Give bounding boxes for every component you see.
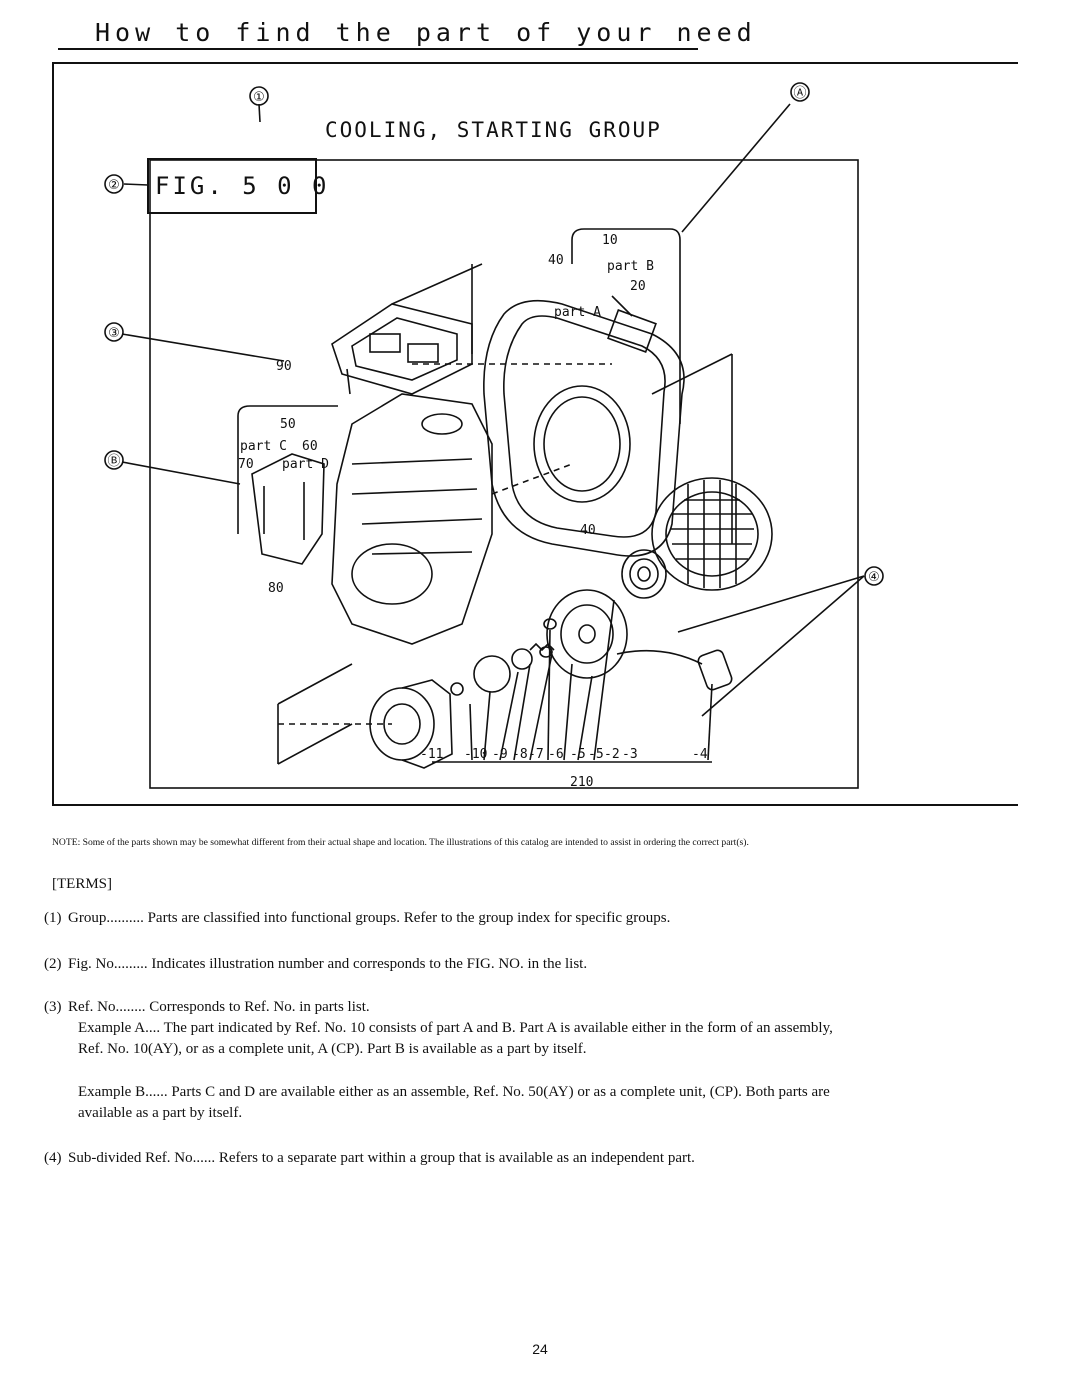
fan-shroud-inner <box>503 315 666 538</box>
callout-a-circle <box>790 82 810 102</box>
example-a-name: Example A <box>78 1020 146 1036</box>
exploded-parts-diagram: ① Ⓐ ② ③ Ⓑ ④ 10 40 part B 20 part A 90 50… <box>104 82 884 790</box>
example-a-dots: .... <box>145 1020 161 1036</box>
ref-label-10: 10 <box>602 233 618 248</box>
callout-1-circle <box>249 86 269 106</box>
fig-number-label: FIG. 5 0 0 <box>155 172 330 200</box>
leader-b <box>121 461 241 485</box>
group-title: COOLING, STARTING GROUP <box>325 118 662 142</box>
term-leader-dots: ....... <box>119 999 146 1015</box>
ref-label-40: 40 <box>548 253 564 268</box>
term-description: Indicates illustration number and corres… <box>151 956 588 972</box>
term-number: (1) <box>44 910 62 926</box>
sub-ref-5b: -5 <box>588 747 604 762</box>
callout-4-circle <box>864 566 884 586</box>
sub-ref-11: -11 <box>420 747 443 762</box>
example-b-name: Example B <box>78 1084 146 1100</box>
fan-shroud-opening <box>533 385 631 503</box>
leader-a <box>681 103 791 233</box>
illustration-frame <box>149 159 859 789</box>
example-b: Example B...... Parts C and D are availa… <box>78 1082 838 1124</box>
term-leader-dots: ..... <box>196 1150 216 1166</box>
term-number: (3) <box>44 999 62 1015</box>
part-a-label: part A <box>554 305 601 320</box>
term-name: Group <box>68 910 107 926</box>
callout-4: ④ <box>868 570 880 585</box>
ref-label-80: 80 <box>268 581 284 596</box>
term-fig-no: (2) Fig. No......... Indicates illustrati… <box>44 954 844 975</box>
fig-label-box <box>147 158 317 214</box>
term-number: (2) <box>44 956 62 972</box>
ref-label-40b: 40 <box>580 523 596 538</box>
leader-4b <box>701 575 865 717</box>
part-ab-bracket <box>571 228 681 424</box>
example-a-text: The part indicated by Ref. No. 10 consis… <box>78 1020 833 1057</box>
term-description: Parts are classified into functional gro… <box>147 910 671 926</box>
ref-label-90: 90 <box>276 359 292 374</box>
friction-plate <box>473 655 511 693</box>
side-shield <box>251 453 325 565</box>
starter-spring <box>621 549 667 599</box>
sub-ref-2: -2 <box>604 747 620 762</box>
term-leader-dots: ........ <box>117 956 148 972</box>
title-underline <box>58 48 698 50</box>
callout-3: ③ <box>108 326 120 341</box>
example-a: Example A.... The part indicated by Ref.… <box>78 1018 838 1060</box>
leader-2 <box>123 183 149 186</box>
callout-3-circle <box>104 322 124 342</box>
leader-1 <box>258 103 261 123</box>
term-number: (4) <box>44 1150 62 1166</box>
part-d-label: part D <box>282 457 329 472</box>
part-a-plate <box>607 309 657 353</box>
part-b-label: part B <box>607 259 654 274</box>
sub-ref-7: -7 <box>528 747 544 762</box>
starter-rope <box>616 649 703 665</box>
ref-label-20: 20 <box>630 279 646 294</box>
callout-b-circle <box>104 450 124 470</box>
part-c-label: part C <box>240 439 287 454</box>
part-cd-bracket <box>237 405 338 534</box>
page-title: How to find the part of your need <box>95 18 757 47</box>
starter-handle <box>697 649 733 691</box>
callout-a: Ⓐ <box>793 86 806 101</box>
term-name: Fig. No. <box>68 956 118 972</box>
fan-shroud <box>483 299 685 557</box>
frame-top-rule <box>52 62 1018 64</box>
term-leader-dots: .......... <box>106 910 144 926</box>
ref-label-70: 70 <box>238 457 254 472</box>
callout-1: ① <box>253 90 265 105</box>
example-b-dots: ...... <box>145 1084 168 1100</box>
sub-ref-10: -10 <box>464 747 487 762</box>
term-name: Sub-divided Ref. No. <box>68 1150 197 1166</box>
engine-block <box>331 393 493 645</box>
leader-3 <box>121 333 285 362</box>
callout-2-circle <box>104 174 124 194</box>
ref-label-50: 50 <box>280 417 296 432</box>
sub-ref-4: -4 <box>692 747 708 762</box>
example-b-text: Parts C and D are available either as an… <box>78 1084 830 1121</box>
page-number: 24 <box>532 1341 548 1357</box>
callout-2: ② <box>108 178 120 193</box>
callout-b: Ⓑ <box>107 454 120 469</box>
ref-label-60: 60 <box>302 439 318 454</box>
starter-cover <box>651 477 773 591</box>
term-description: Corresponds to Ref. No. in parts list. <box>149 999 370 1015</box>
term-group: (1) Group.......... Parts are classified … <box>44 908 844 929</box>
ref-label-210: 210 <box>570 775 593 790</box>
term-ref-no: (3) Ref. No........ Corresponds to Ref. N… <box>44 997 844 1018</box>
terms-heading: [TERMS] <box>52 876 112 892</box>
starter-pulley <box>546 589 628 679</box>
sub-ref-3: -3 <box>622 747 638 762</box>
term-description: Refers to a separate part within a group… <box>218 1150 695 1166</box>
sub-ref-8: -8 <box>512 747 528 762</box>
sub-ref-5a: -5 <box>570 747 586 762</box>
leader-4a <box>677 575 865 633</box>
term-name: Ref. No. <box>68 999 120 1015</box>
note-text: NOTE: Some of the parts shown may be som… <box>52 837 749 848</box>
frame-bottom-rule <box>52 804 1018 806</box>
frame-left-rule <box>52 62 54 806</box>
sub-ref-9: -9 <box>492 747 508 762</box>
sub-ref-6: -6 <box>548 747 564 762</box>
term-sub-divided-ref-no: (4) Sub-divided Ref. No...... Refers to a… <box>44 1148 844 1169</box>
